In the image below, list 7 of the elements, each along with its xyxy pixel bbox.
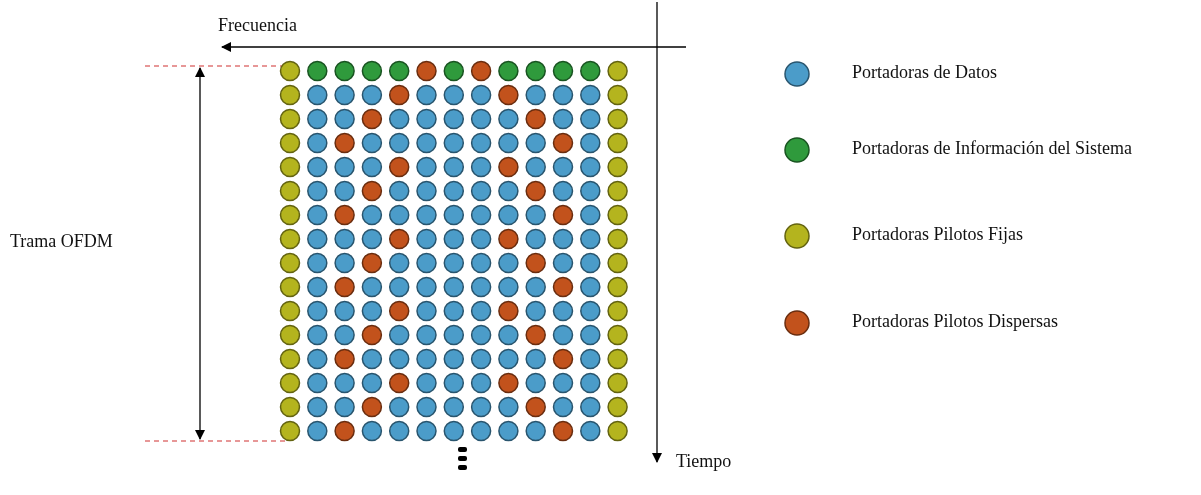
axis-label: Tiempo bbox=[676, 450, 732, 473]
legend-label: Portadoras de Datos bbox=[852, 61, 998, 84]
dimension-label: Trama OFDM bbox=[10, 230, 113, 253]
legend-label: Portadoras Pilotos Fijas bbox=[852, 223, 1024, 246]
legend-label: Portadoras de Información del Sistema bbox=[852, 137, 1133, 160]
legend-label: Portadoras Pilotos Dispersas bbox=[852, 310, 1059, 333]
axis-label: Frecuencia bbox=[218, 14, 297, 37]
